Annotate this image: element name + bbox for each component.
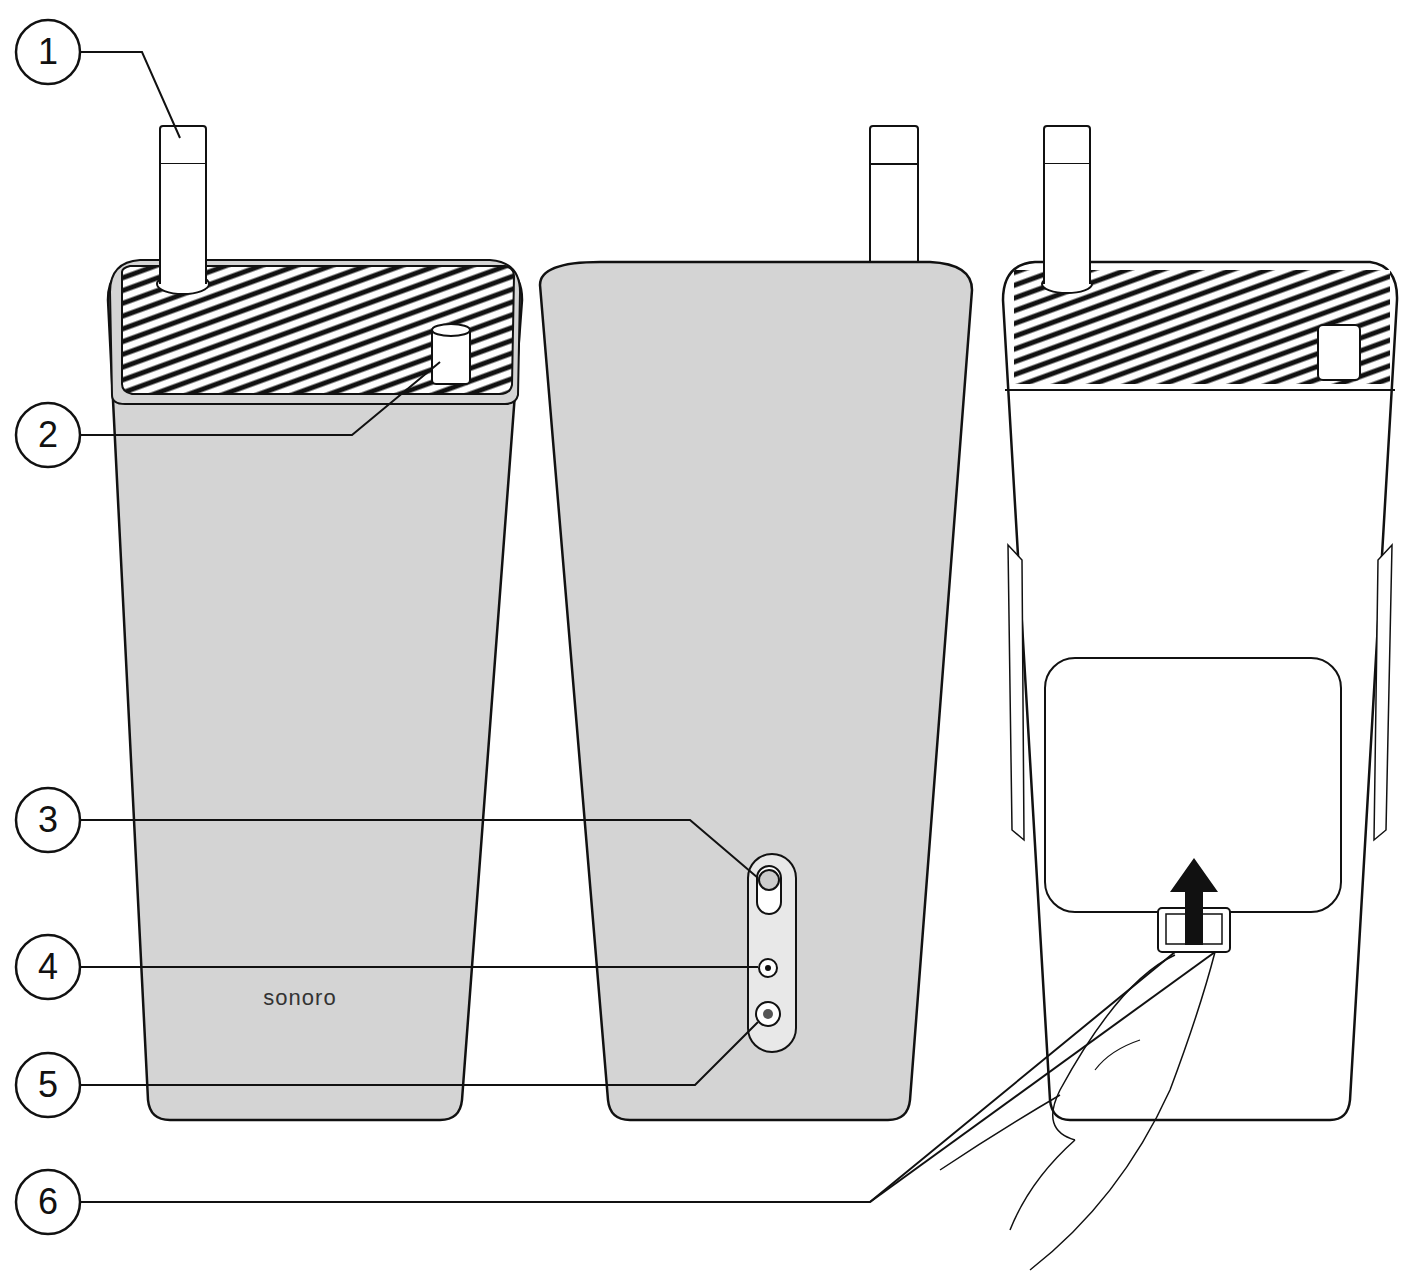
- back-view: [540, 126, 972, 1120]
- callout-number: 3: [38, 802, 58, 838]
- callout-circles: [16, 20, 80, 1234]
- battery-view: [940, 126, 1397, 1270]
- leader-lines: [80, 52, 1215, 1202]
- callout-number: 4: [38, 949, 58, 985]
- callout-number: 6: [38, 1184, 58, 1220]
- front-view: [108, 126, 522, 1120]
- callout-number: 2: [38, 417, 58, 453]
- brand-logo: sonoro: [263, 987, 336, 1009]
- callout-number: 1: [38, 34, 58, 70]
- callout-number: 5: [38, 1067, 58, 1103]
